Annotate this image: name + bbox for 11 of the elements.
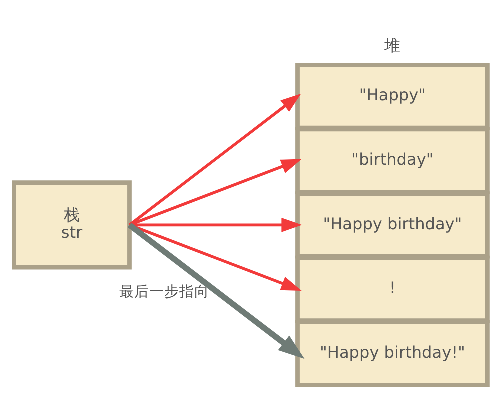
- arrow: [129, 158, 302, 226]
- edge-label: 最后一步指向: [120, 283, 210, 300]
- node-box: 栈 str: [12, 180, 132, 270]
- arrow: [128, 222, 305, 359]
- node-box: !: [296, 255, 490, 323]
- node-box: "Happy birthday!": [296, 320, 490, 387]
- arrow: [128, 93, 302, 226]
- node-box: "Happy": [296, 62, 490, 130]
- node-box: "Happy birthday": [296, 191, 490, 258]
- label: 堆: [384, 36, 401, 55]
- node-box: "birthday": [296, 126, 490, 194]
